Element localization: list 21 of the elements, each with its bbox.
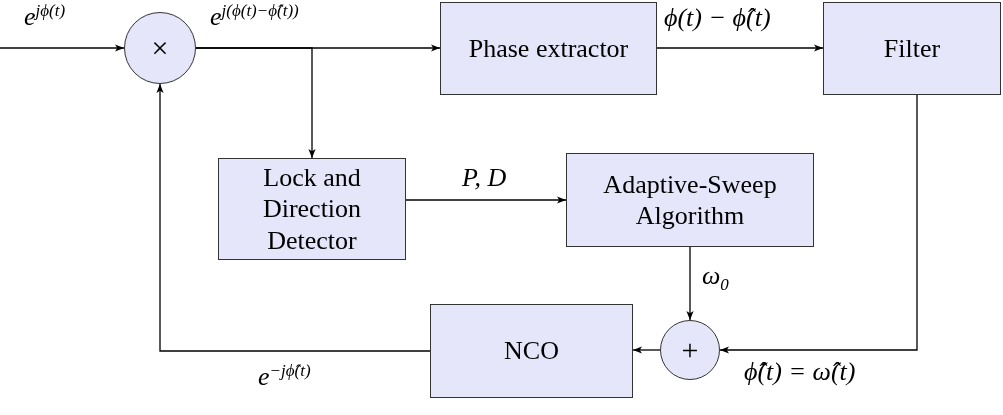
arrow [719,94,918,354]
arrow [405,196,567,204]
arrow [656,44,824,52]
process-box [566,153,814,247]
arrow [0,44,125,52]
block-label: Phase extractor [468,32,629,65]
process-box [823,2,1001,95]
operator-symbol: × [151,30,169,66]
block-label: Lock and Direction Detector [261,162,363,256]
block-label: Filter [883,32,941,65]
arrow [632,346,661,354]
block-label: NCO [504,335,559,367]
adder-circle [660,320,720,380]
process-box [430,304,633,398]
process-box [218,158,406,260]
block-label: Adaptive-Sweep Algorithm [602,168,778,232]
arrow [195,47,316,159]
operator-symbol: + [681,332,699,368]
arrow [686,246,694,321]
arrow [156,83,431,352]
process-box [440,2,657,95]
